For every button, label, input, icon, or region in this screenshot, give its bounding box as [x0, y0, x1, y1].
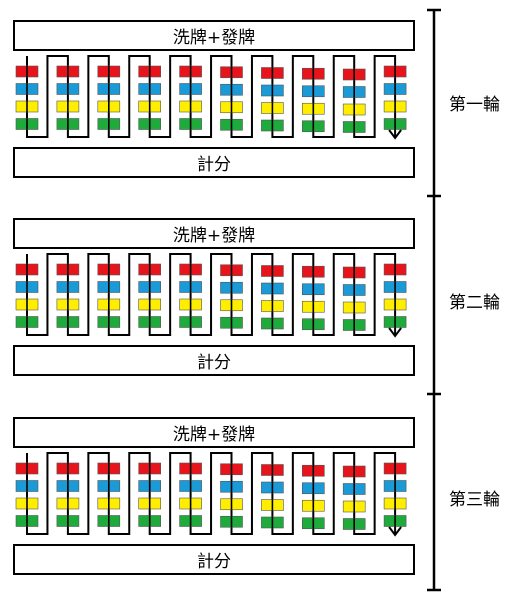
round-1-scoring-label: 計分 [197, 155, 231, 175]
round-2-shuffle-deal-label: 洗牌+發牌 [172, 226, 256, 246]
round-1-label: 第一輪 [449, 95, 500, 115]
round-2-label: 第二輪 [449, 293, 500, 313]
round-1-deal-path [26, 55, 397, 138]
round-3-deal-path [26, 452, 397, 535]
round-3-scoring-label: 計分 [197, 552, 231, 572]
round-1-arrow-head [388, 129, 402, 140]
round-3-label: 第三輪 [449, 490, 500, 510]
round-3-shuffle-deal-label: 洗牌+發牌 [172, 425, 256, 445]
round-2-scoring-label: 計分 [197, 353, 231, 373]
round-2-scoring-box: 計分 [13, 345, 415, 376]
round-1-shuffle-deal-box: 洗牌+發牌 [13, 20, 415, 51]
round-2-arrow-head [388, 327, 402, 338]
round-2-shuffle-deal-box: 洗牌+發牌 [13, 218, 415, 249]
round-3-scoring-box: 計分 [13, 544, 415, 575]
round-1-scoring-box: 計分 [13, 147, 415, 178]
round-1-shuffle-deal-label: 洗牌+發牌 [172, 28, 256, 48]
round-3-arrow-head [388, 526, 402, 537]
round-2-deal-path [26, 253, 397, 336]
round-3-shuffle-deal-box: 洗牌+發牌 [13, 417, 415, 448]
